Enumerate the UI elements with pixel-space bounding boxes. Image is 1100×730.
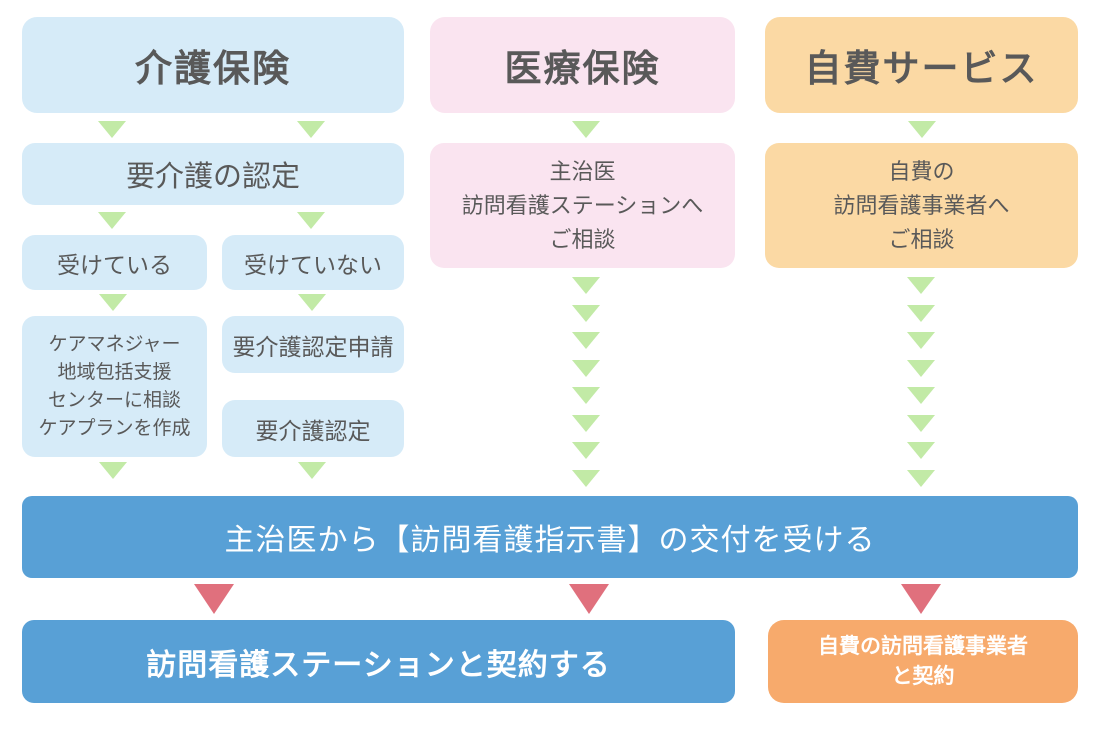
arrow-down-icon <box>907 360 935 377</box>
arrow-down-icon <box>98 212 126 229</box>
arrow-down-icon <box>907 415 935 432</box>
self-pay-consult-box: 自費の 訪問看護事業者へ ご相談 <box>765 143 1078 268</box>
arrow-down-icon <box>297 121 325 138</box>
medical-insurance-header: 医療保険 <box>430 17 735 113</box>
care-manager-line: ケアマネジャー <box>48 333 181 355</box>
doctor-instruction-band: 主治医から【訪問看護指示書】の交付を受ける <box>22 496 1078 578</box>
arrow-down-icon <box>298 462 326 479</box>
arrow-down-red-icon <box>194 584 234 614</box>
arrow-down-icon <box>99 462 127 479</box>
arrow-down-icon <box>907 305 935 322</box>
self-pay-contract-line: 自費の訪問看護事業者 <box>818 634 1028 658</box>
consult-line: 訪問看護ステーションへ <box>461 192 704 218</box>
arrow-down-icon <box>907 277 935 294</box>
arrow-down-icon <box>907 332 935 349</box>
care-manager-line: ケアプランを作成 <box>38 417 191 439</box>
care-manager-box: ケアマネジャー 地域包括支援 センターに相談 ケアプランを作成 <box>22 316 207 457</box>
arrow-down-icon <box>572 121 600 138</box>
arrow-down-icon <box>572 360 600 377</box>
arrow-down-icon <box>98 121 126 138</box>
arrow-down-icon <box>572 332 600 349</box>
care-manager-line: 地域包括支援 <box>57 361 172 383</box>
certified-yes-box: 受けている <box>22 235 207 290</box>
consult-line: ご相談 <box>888 226 955 252</box>
arrow-down-icon <box>572 277 600 294</box>
arrow-down-icon <box>907 470 935 487</box>
arrow-down-icon <box>572 470 600 487</box>
arrow-down-icon <box>572 415 600 432</box>
arrow-down-icon <box>572 387 600 404</box>
consult-line: 訪問看護事業者へ <box>833 192 1010 218</box>
arrow-down-icon <box>572 305 600 322</box>
certification-application-box: 要介護認定申請 <box>222 316 404 373</box>
care-certification-box: 要介護の認定 <box>22 143 404 205</box>
certification-result-box: 要介護認定 <box>222 400 404 457</box>
kaigo-insurance-header: 介護保険 <box>22 17 404 113</box>
arrow-down-icon <box>99 294 127 311</box>
arrow-down-icon <box>907 442 935 459</box>
care-manager-line: センターに相談 <box>47 389 181 411</box>
arrow-down-icon <box>297 212 325 229</box>
certified-no-box: 受けていない <box>222 235 404 290</box>
consult-line: 主治医 <box>549 158 616 184</box>
arrow-down-icon <box>908 121 936 138</box>
arrow-down-red-icon <box>901 584 941 614</box>
arrow-down-icon <box>907 387 935 404</box>
consult-line: 自費の <box>888 158 955 184</box>
self-pay-contract-line: と契約 <box>891 664 955 688</box>
arrow-down-red-icon <box>569 584 609 614</box>
consult-line: ご相談 <box>549 226 616 252</box>
arrow-down-icon <box>298 294 326 311</box>
self-pay-service-header: 自費サービス <box>765 17 1078 113</box>
medical-consult-box: 主治医 訪問看護ステーションへ ご相談 <box>430 143 735 268</box>
station-contract-box: 訪問看護ステーションと契約する <box>22 620 735 703</box>
arrow-down-icon <box>572 442 600 459</box>
self-pay-contract-box: 自費の訪問看護事業者 と契約 <box>768 620 1078 703</box>
